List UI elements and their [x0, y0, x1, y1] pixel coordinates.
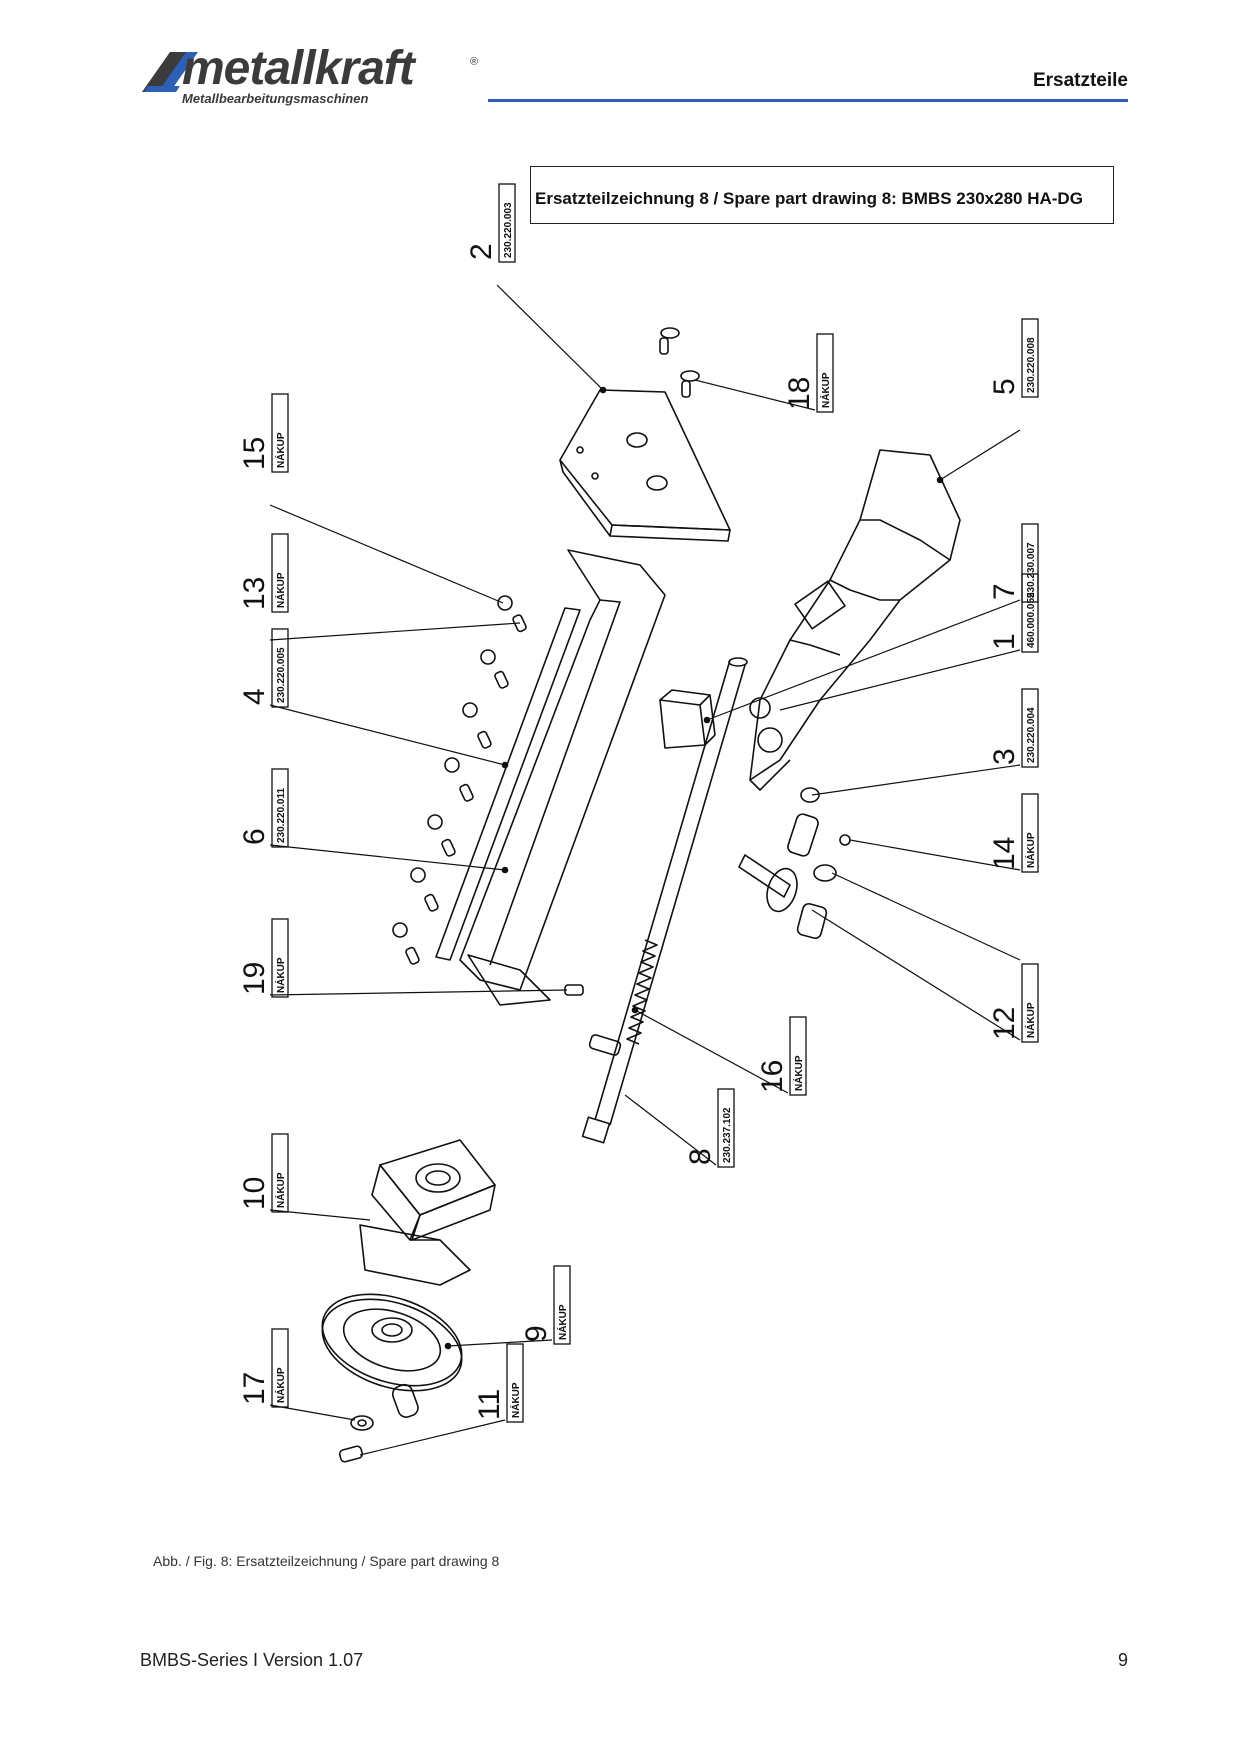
callout-code: NÁKUP — [509, 1382, 522, 1418]
registered-mark: ® — [470, 56, 479, 68]
callout-number: 7 — [988, 583, 1021, 600]
callout-code: 230.237.102 — [722, 1107, 733, 1163]
part-1-shaft — [581, 657, 748, 1144]
parts-17-11 — [338, 1415, 374, 1463]
callout-number: 18 — [783, 377, 816, 410]
callout-layer: 1 460.000.055 2 230.220.003 3 230.220.004 4 230… — [238, 183, 1039, 1423]
callout-number: 17 — [238, 1372, 271, 1405]
callout-number: 14 — [988, 837, 1021, 870]
drawing-title: Ersatzteilzeichnung 8 / Spare part drawi… — [535, 189, 1083, 208]
callout-code: 230.220.003 — [503, 202, 514, 258]
callout-1: 1 460.000.055 — [988, 573, 1039, 653]
callout-code: NÁKUP — [1024, 832, 1037, 868]
callout-6: 6 230.220.011 — [238, 768, 289, 848]
callout-number: 3 — [988, 748, 1021, 765]
callout-number: 5 — [988, 378, 1021, 395]
callout-code: 230.220.004 — [1026, 707, 1037, 763]
page-number: 9 — [1117, 1650, 1128, 1670]
callout-number: 11 — [473, 1389, 506, 1420]
callout-code: 230.230.007 — [1026, 542, 1037, 598]
callout-code: 230.220.005 — [276, 647, 287, 703]
callout-number: 15 — [238, 437, 271, 470]
callout-number: 12 — [988, 1007, 1021, 1040]
figure-caption: Abb. / Fig. 8: Ersatzteilzeichnung / Spa… — [153, 1553, 500, 1569]
drawing-title-box: Ersatzteilzeichnung 8 / Spare part drawi… — [530, 166, 1114, 224]
callout-number: 16 — [756, 1060, 789, 1093]
callout-number: 4 — [238, 688, 271, 705]
callout-2: 2 230.220.003 — [465, 183, 516, 263]
brand-name: metallkraft — [182, 42, 415, 95]
callout-code: NÁKUP — [274, 957, 287, 993]
part-4-bar — [435, 549, 666, 1006]
callout-code: NÁKUP — [556, 1304, 569, 1340]
part-5-arm — [749, 449, 961, 791]
callout-code: NÁKUP — [792, 1055, 805, 1091]
footer-version: BMBS-Series I Version 1.07 — [140, 1650, 364, 1670]
callout-8: 8 230.237.102 — [684, 1088, 735, 1168]
callout-3: 3 230.220.004 — [988, 688, 1039, 768]
callout-code: NÁKUP — [274, 1367, 287, 1403]
callout-code: 230.220.008 — [1026, 337, 1037, 393]
callout-number: 6 — [238, 828, 271, 845]
part-18-screws — [659, 327, 700, 398]
part-2-plate — [559, 389, 731, 542]
callout-code: NÁKUP — [274, 572, 287, 608]
callout-number: 1 — [988, 633, 1021, 650]
callout-number: 2 — [465, 243, 498, 260]
callout-number: 10 — [238, 1177, 271, 1210]
handle-assembly — [738, 787, 851, 940]
header-divider — [488, 99, 1128, 102]
callout-4: 4 230.220.005 — [238, 628, 289, 708]
callout-code: 230.220.011 — [276, 788, 287, 843]
part-10-bearing — [359, 1139, 496, 1286]
callout-5: 5 230.220.008 — [988, 318, 1039, 398]
fastener-column — [392, 595, 584, 996]
callout-number: 19 — [238, 962, 271, 995]
callout-code: 460.000.055 — [1026, 592, 1037, 648]
callout-code: NÁKUP — [274, 1172, 287, 1208]
callout-code: NÁKUP — [274, 432, 287, 468]
section-title: Ersatzteile — [1032, 70, 1128, 91]
brand-subtitle: Metallbearbeitungsmaschinen — [182, 91, 369, 106]
callout-number: 13 — [238, 577, 271, 610]
callout-code: NÁKUP — [1024, 1002, 1037, 1038]
callout-7: 7 230.230.007 — [988, 523, 1039, 603]
part-9-handwheel — [321, 1293, 463, 1418]
callout-number: 9 — [520, 1325, 553, 1342]
metallkraft-logo-icon — [142, 52, 198, 92]
callout-number: 8 — [684, 1148, 717, 1165]
callout-code: NÁKUP — [819, 372, 832, 408]
